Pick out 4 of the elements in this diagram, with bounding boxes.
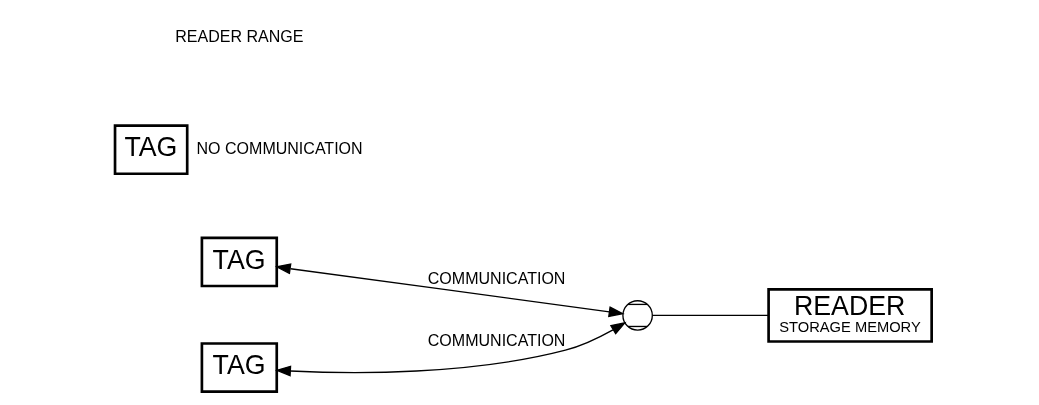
label: READER RANGE xyxy=(174,26,303,45)
edge-label: COMMUNICATION xyxy=(427,330,565,349)
edge-label: COMMUNICATION xyxy=(427,269,565,288)
node-label: NO COMMUNICATION xyxy=(196,138,363,157)
